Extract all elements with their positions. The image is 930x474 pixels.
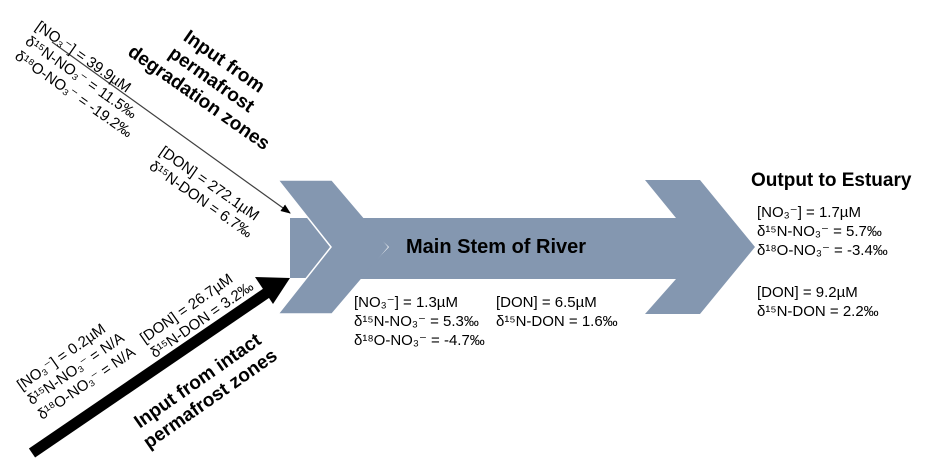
main-no3-conc: [NO₃⁻] = 1.3µM	[354, 294, 458, 311]
estuary-title: Output to Estuary	[751, 170, 912, 191]
degradation-input-arrow	[51, 41, 291, 214]
estuary-no3-stats: [NO₃⁻] = 1.7µM δ¹⁵N-NO₃⁻ = 5.7‰ δ¹⁸O-NO₃…	[757, 203, 888, 260]
main-don-conc: [DON] = 6.5µM	[496, 294, 597, 311]
main-stem-arrow-shape	[358, 180, 755, 314]
main-don-d15n: δ¹⁵N-DON = 1.6‰	[496, 313, 618, 330]
main-no3-d15n: δ¹⁵N-NO₃⁻ = 5.3‰	[354, 313, 479, 330]
main-stem-label: Main Stem of River	[406, 236, 587, 258]
intact-input-arrow-shaft	[28, 287, 272, 458]
estuary-don-stats: [DON] = 9.2µM δ¹⁵N-DON = 2.2‰	[757, 283, 879, 321]
river-chevron-shape	[276, 179, 390, 315]
estuary-don-d15n: δ¹⁵N-DON = 2.2‰	[757, 303, 879, 320]
main-stem-no3-stats: [NO₃⁻] = 1.3µM δ¹⁵N-NO₃⁻ = 5.3‰ δ¹⁸O-NO₃…	[354, 293, 485, 350]
main-stem-don-stats: [DON] = 6.5µM δ¹⁵N-DON = 1.6‰	[496, 293, 618, 331]
estuary-no3-d15n: δ¹⁵N-NO₃⁻ = 5.7‰	[757, 223, 882, 240]
estuary-no3-conc: [NO₃⁻] = 1.7µM	[757, 204, 861, 221]
intact-input-arrow-head	[255, 277, 290, 304]
estuary-don-conc: [DON] = 9.2µM	[757, 284, 858, 301]
main-no3-d18o: δ¹⁸O-NO₃⁻ = -4.7‰	[354, 332, 485, 349]
estuary-no3-d18o: δ¹⁸O-NO₃⁻ = -3.4‰	[757, 242, 888, 259]
